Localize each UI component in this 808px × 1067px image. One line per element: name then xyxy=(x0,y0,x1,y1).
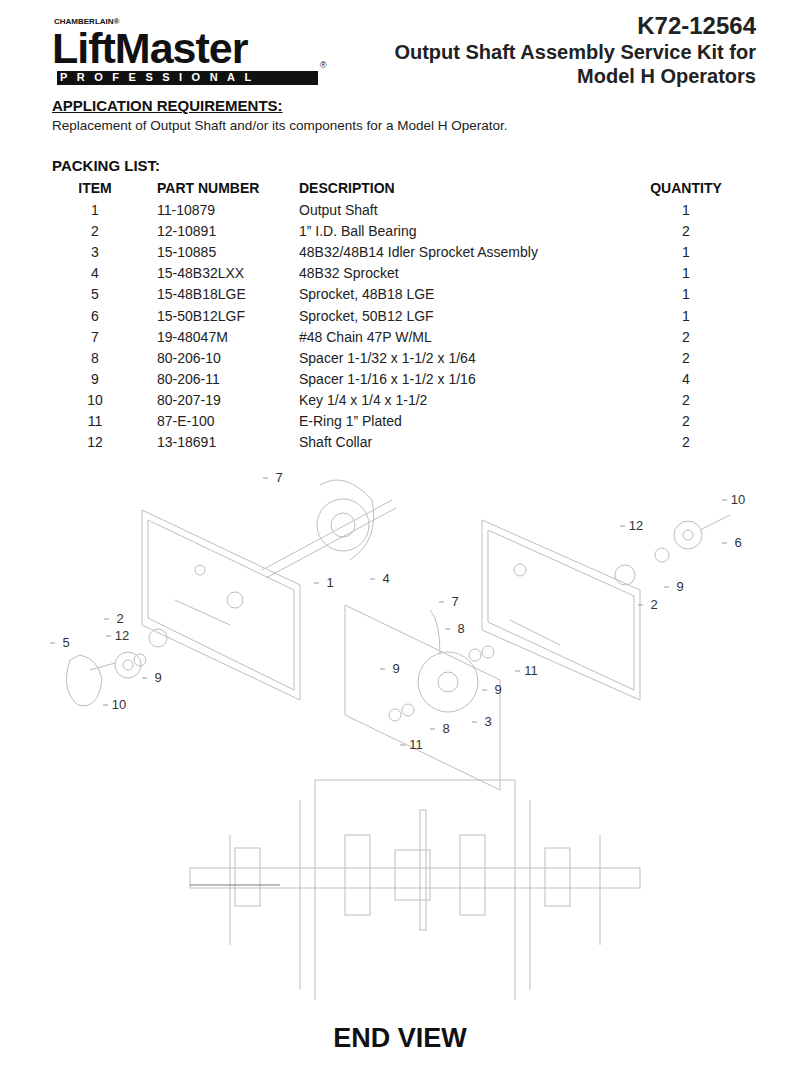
callout-number: 8 xyxy=(457,622,464,637)
table-cell: 15-50B12LGF xyxy=(157,308,245,324)
table-cell: 15-10885 xyxy=(157,244,216,260)
table-cell: 9 xyxy=(91,371,99,387)
table-cell: 6 xyxy=(91,308,99,324)
table-cell: 1 xyxy=(682,265,690,281)
kit-subtitle: Output Shaft Assembly Service Kit for Mo… xyxy=(366,40,756,88)
section-heading: APPLICATION REQUIREMENTS: xyxy=(52,97,283,114)
table-cell: 48B32 Sprocket xyxy=(299,265,399,281)
table-header: DESCRIPTION xyxy=(299,180,395,196)
brand-logo: LiftMaster xyxy=(52,24,247,73)
table-cell: 80-207-19 xyxy=(157,392,221,408)
callout-number: 5 xyxy=(62,636,69,651)
table-cell: 1 xyxy=(91,202,99,218)
callout-number: 12 xyxy=(629,519,643,534)
table-cell: 2 xyxy=(682,392,690,408)
view-caption: END VIEW xyxy=(333,1023,467,1054)
table-cell: 1 xyxy=(682,202,690,218)
table-cell: 2 xyxy=(682,329,690,345)
brand-sub: PROFESSIONAL xyxy=(60,71,261,84)
callout-number: 9 xyxy=(154,671,161,686)
table-cell: Sprocket, 50B12 LGF xyxy=(299,308,434,324)
callout-number: 10 xyxy=(112,698,126,713)
table-cell: 5 xyxy=(91,286,99,302)
table-cell: Key 1/4 x 1/4 x 1-1/2 xyxy=(299,392,427,408)
table-header: QUANTITY xyxy=(650,180,722,196)
table-cell: 7 xyxy=(91,329,99,345)
table-cell: 48B32/48B14 Idler Sprocket Assembly xyxy=(299,244,538,260)
table-cell: 2 xyxy=(682,434,690,450)
table-cell: 4 xyxy=(91,265,99,281)
callout-number: 12 xyxy=(115,629,129,644)
callout-number: 4 xyxy=(382,572,389,587)
callout-number: 9 xyxy=(676,580,683,595)
callout-number: 1 xyxy=(326,576,333,591)
table-header: ITEM xyxy=(78,180,111,196)
table-cell: 87-E-100 xyxy=(157,413,215,429)
table-cell: E-Ring 1” Plated xyxy=(299,413,402,429)
callout-number: 8 xyxy=(442,722,449,737)
callout-number: 2 xyxy=(650,598,657,613)
callout-number: 9 xyxy=(392,662,399,677)
callout-number: 6 xyxy=(734,536,741,551)
table-cell: 2 xyxy=(682,223,690,239)
table-cell: 2 xyxy=(91,223,99,239)
table-cell: 19-48047M xyxy=(157,329,228,345)
table-cell: 4 xyxy=(682,371,690,387)
callout-number: 10 xyxy=(731,493,745,508)
kit-number: K72-12564 xyxy=(637,12,756,40)
table-cell: 2 xyxy=(682,413,690,429)
table-cell: 1 xyxy=(682,244,690,260)
callout-number: 11 xyxy=(409,738,423,753)
callout-number: 3 xyxy=(484,715,491,730)
section-heading: PACKING LIST: xyxy=(52,157,160,174)
callout-number: 9 xyxy=(494,683,501,698)
table-cell: Spacer 1-1/16 x 1-1/2 x 1/16 xyxy=(299,371,476,387)
table-cell: 15-48B18LGE xyxy=(157,286,246,302)
table-cell: 2 xyxy=(682,350,690,366)
table-cell: Output Shaft xyxy=(299,202,378,218)
table-cell: 80-206-11 xyxy=(157,371,220,387)
table-cell: 1 xyxy=(682,308,690,324)
table-cell: Spacer 1-1/32 x 1-1/2 x 1/64 xyxy=(299,350,476,366)
callout-number: 11 xyxy=(524,664,538,679)
table-cell: 11-10879 xyxy=(157,202,215,218)
table-cell: #48 Chain 47P W/ML xyxy=(299,329,432,345)
table-cell: 10 xyxy=(87,392,103,408)
table-cell: 3 xyxy=(91,244,99,260)
registered-mark: ® xyxy=(320,60,327,70)
callout-number: 7 xyxy=(451,595,458,610)
table-cell: Sprocket, 48B18 LGE xyxy=(299,286,434,302)
table-cell: 11 xyxy=(88,413,103,429)
table-cell: 1 xyxy=(682,286,690,302)
table-cell: 12-10891 xyxy=(157,223,216,239)
table-cell: 15-48B32LXX xyxy=(157,265,244,281)
table-cell: 8 xyxy=(91,350,99,366)
table-cell: 13-18691 xyxy=(157,434,216,450)
requirement-text: Replacement of Output Shaft and/or its c… xyxy=(52,118,508,134)
table-cell: 80-206-10 xyxy=(157,350,221,366)
callout-number: 2 xyxy=(116,612,123,627)
table-header: PART NUMBER xyxy=(157,180,259,196)
table-cell: 12 xyxy=(87,434,103,450)
callout-number: 7 xyxy=(275,471,282,486)
table-cell: Shaft Collar xyxy=(299,434,372,450)
table-cell: 1” I.D. Ball Bearing xyxy=(299,223,417,239)
